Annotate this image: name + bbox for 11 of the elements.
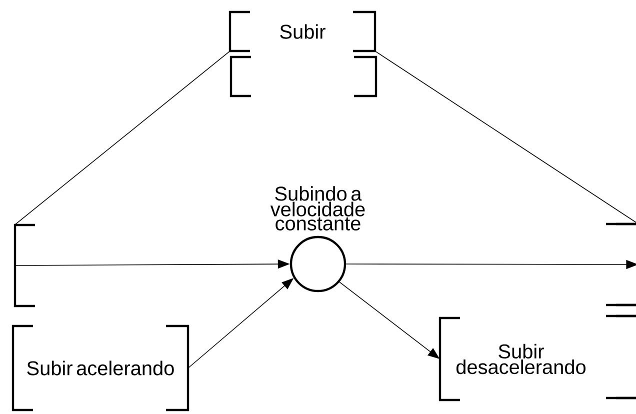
connector-line	[14, 50, 230, 226]
empty-box	[606, 314, 636, 400]
connector-line	[374, 50, 636, 224]
empty-box	[606, 222, 636, 306]
activity-box: Subir acelerando	[12, 324, 190, 412]
activity-box: Subir	[228, 10, 376, 52]
activity-box: Subir desacelerando	[438, 316, 586, 402]
empty-box	[14, 224, 35, 308]
node-caption: Subindo a velocidade constante	[270, 186, 365, 230]
junction-circle	[290, 236, 346, 292]
empty-box	[230, 56, 378, 98]
